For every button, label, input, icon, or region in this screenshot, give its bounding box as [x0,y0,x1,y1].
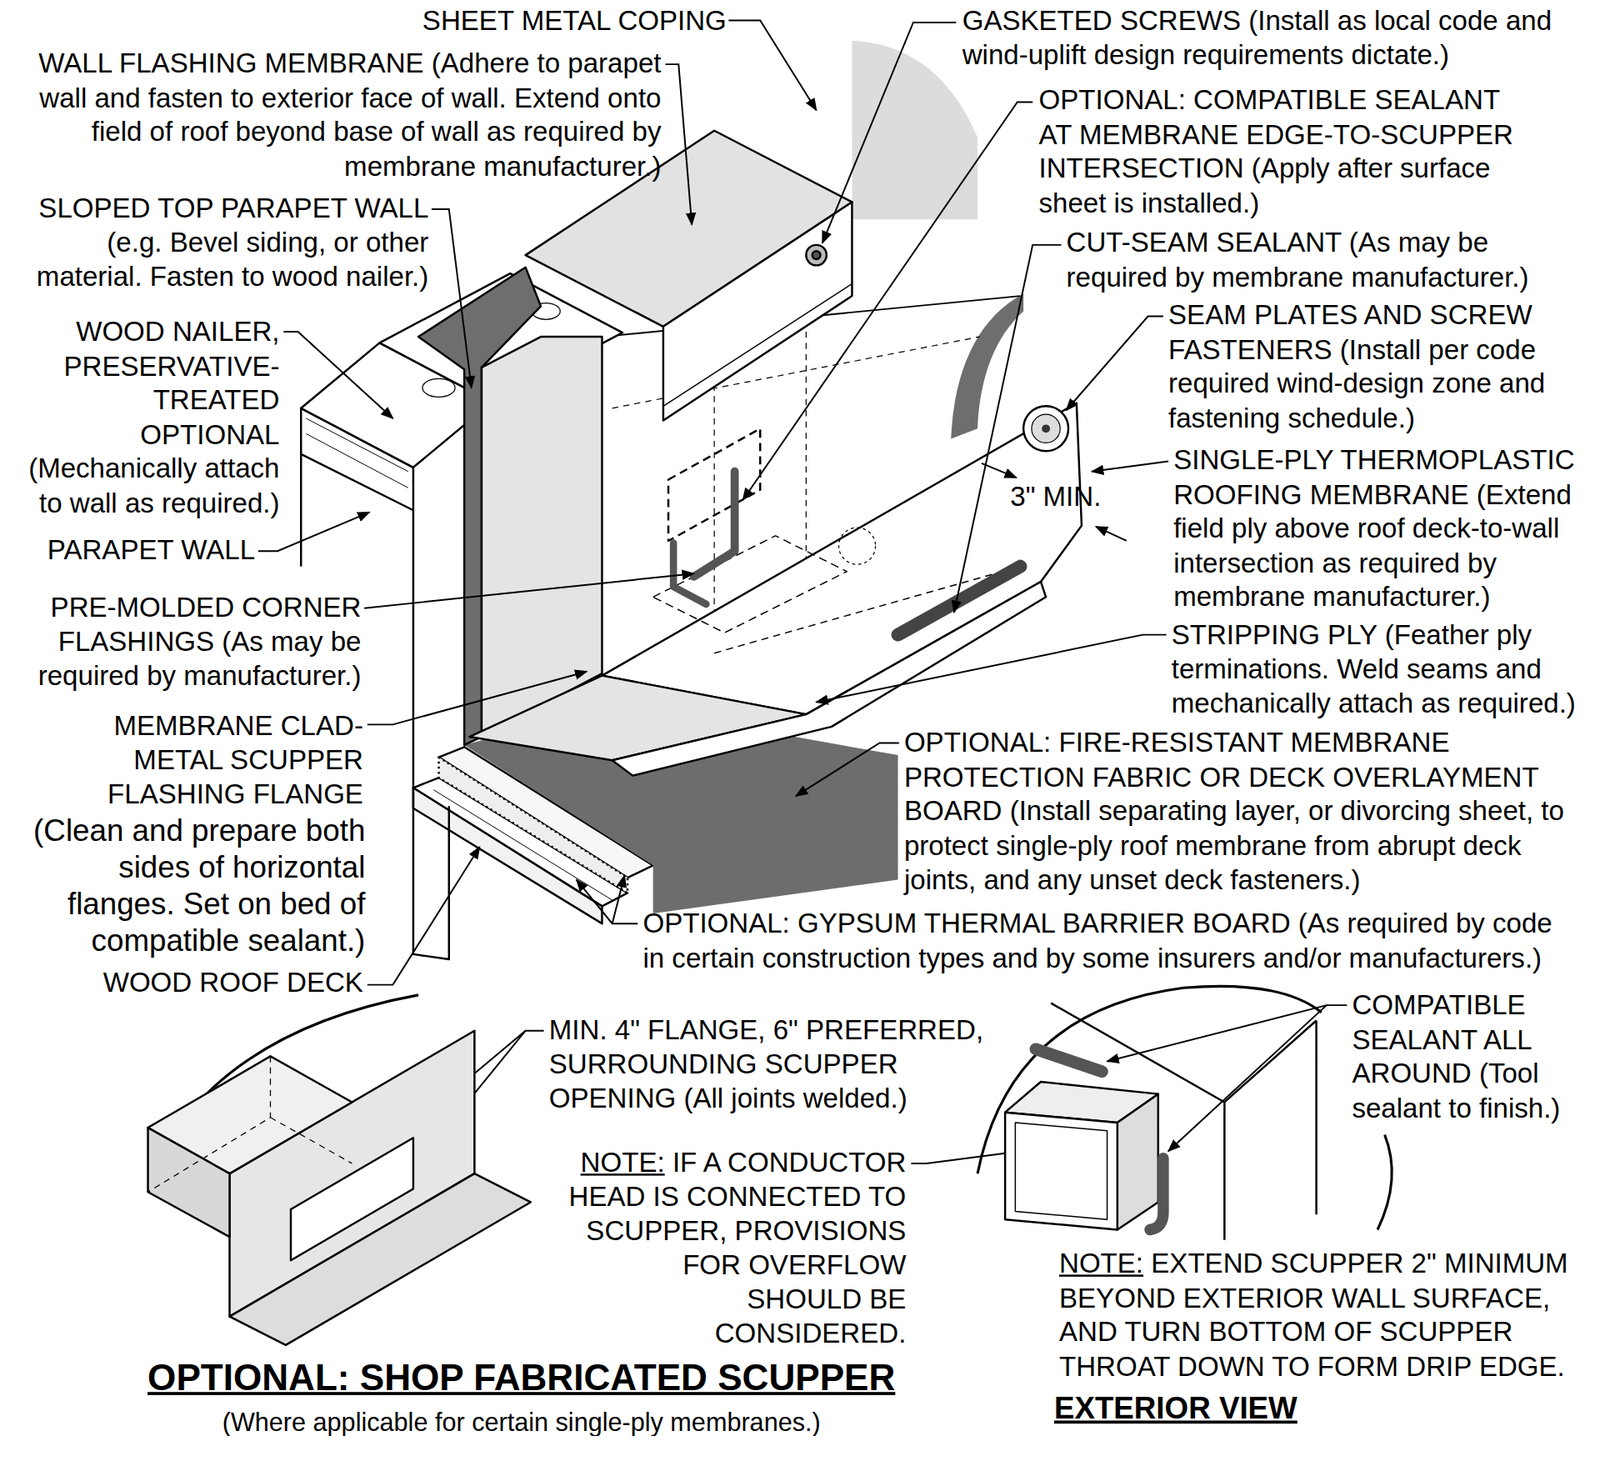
callout-label: OPTIONAL: SHOP FABRICATED SCUPPER [113,1355,930,1400]
note-block: NOTE:EXTEND SCUPPER 2" MINIMUM BEYOND EX… [1059,1246,1582,1384]
callout-label: OPTIONAL: FIRE-RESISTANT MEMBRANE PROTEC… [904,726,1580,898]
scupper-opening [668,428,760,541]
gasketed-screw [812,250,821,260]
seam-plate [839,527,876,565]
dimension [981,463,1127,541]
callout-label: SHEET METAL COPING [390,4,727,39]
callout-label: WOOD ROOF DECK [57,966,364,1001]
parapet-wall [300,454,302,567]
note-text: NOTE: [1059,1248,1144,1280]
gasketed-screw [805,245,826,265]
callout-label: CUT-SEAM SEALANT (As may be required by … [1066,226,1549,295]
callout-label: GASKETED SCREWS (Install as local code a… [962,4,1573,73]
parapet-wall [413,510,450,960]
callout-label: (Where applicable for certain single-ply… [113,1405,930,1438]
callout-label: PRE-MOLDED CORNER FLASHINGS (As may be r… [20,590,361,694]
roof-membrane [601,403,1082,715]
callout-label: SEAM PLATES AND SCREW FASTENERS (Install… [1168,299,1549,436]
wall-flashing [481,336,602,737]
callout-label: MIN. 4" FLANGE, 6" PREFERRED, SURROUNDIN… [549,1013,999,1116]
callout-label: EXTERIOR VIEW [1054,1387,1381,1429]
wood-grain [422,378,455,397]
callout-label: PARAPET WALL [20,533,255,568]
note-text: NOTE: [580,1146,665,1178]
break-shape [950,294,1024,440]
seam-plate [1041,424,1050,433]
sheet-metal-coping [663,201,853,420]
callout-label: OPTIONAL: COMPATIBLE SEALANT AT MEMBRANE… [1039,83,1535,220]
seam-plate [1023,405,1069,451]
callout-label: OPTIONAL: GYPSUM THERMAL BARRIER BOARD (… [642,907,1575,976]
cut-seam-sealant [898,566,1021,635]
break-shape [851,40,978,220]
hidden-line [714,566,1020,654]
note-block: NOTE:IF A CONDUCTOR HEAD IS CONNECTED TO… [565,1145,906,1351]
exterior-scupper [1005,1003,1316,1240]
seam-plate [1031,414,1060,443]
callout-label: 3" MIN. [1010,480,1123,515]
callout-label: STRIPPING PLY (Feather ply terminations.… [1171,618,1590,721]
callout-label: MEMBRANE CLAD-METAL SCUPPER FLASHING FLA… [24,709,364,812]
shop-scupper [148,1030,531,1345]
callout-label: SLOPED TOP PARAPET WALL (e.g. Bevel sidi… [20,191,429,295]
scupper-flange [469,675,806,761]
corner-flashing [694,471,735,577]
coping-hem [663,283,853,406]
callout-label: WALL FLASHING MEMBRANE (Adhere to parape… [8,46,662,184]
callout-label: SINGLE-PLY THERMOPLASTIC ROOFING MEMBRAN… [1173,444,1594,615]
callout-label: COMPATIBLE SEALANT ALL AROUND (Tool seal… [1351,989,1570,1126]
scupper-flange [653,535,848,633]
callout-label: (Clean and prepare both sides of horizon… [20,812,365,960]
callout-label: WOOD NAILER, PRESERVATIVE-TREATED OPTION… [18,315,280,520]
